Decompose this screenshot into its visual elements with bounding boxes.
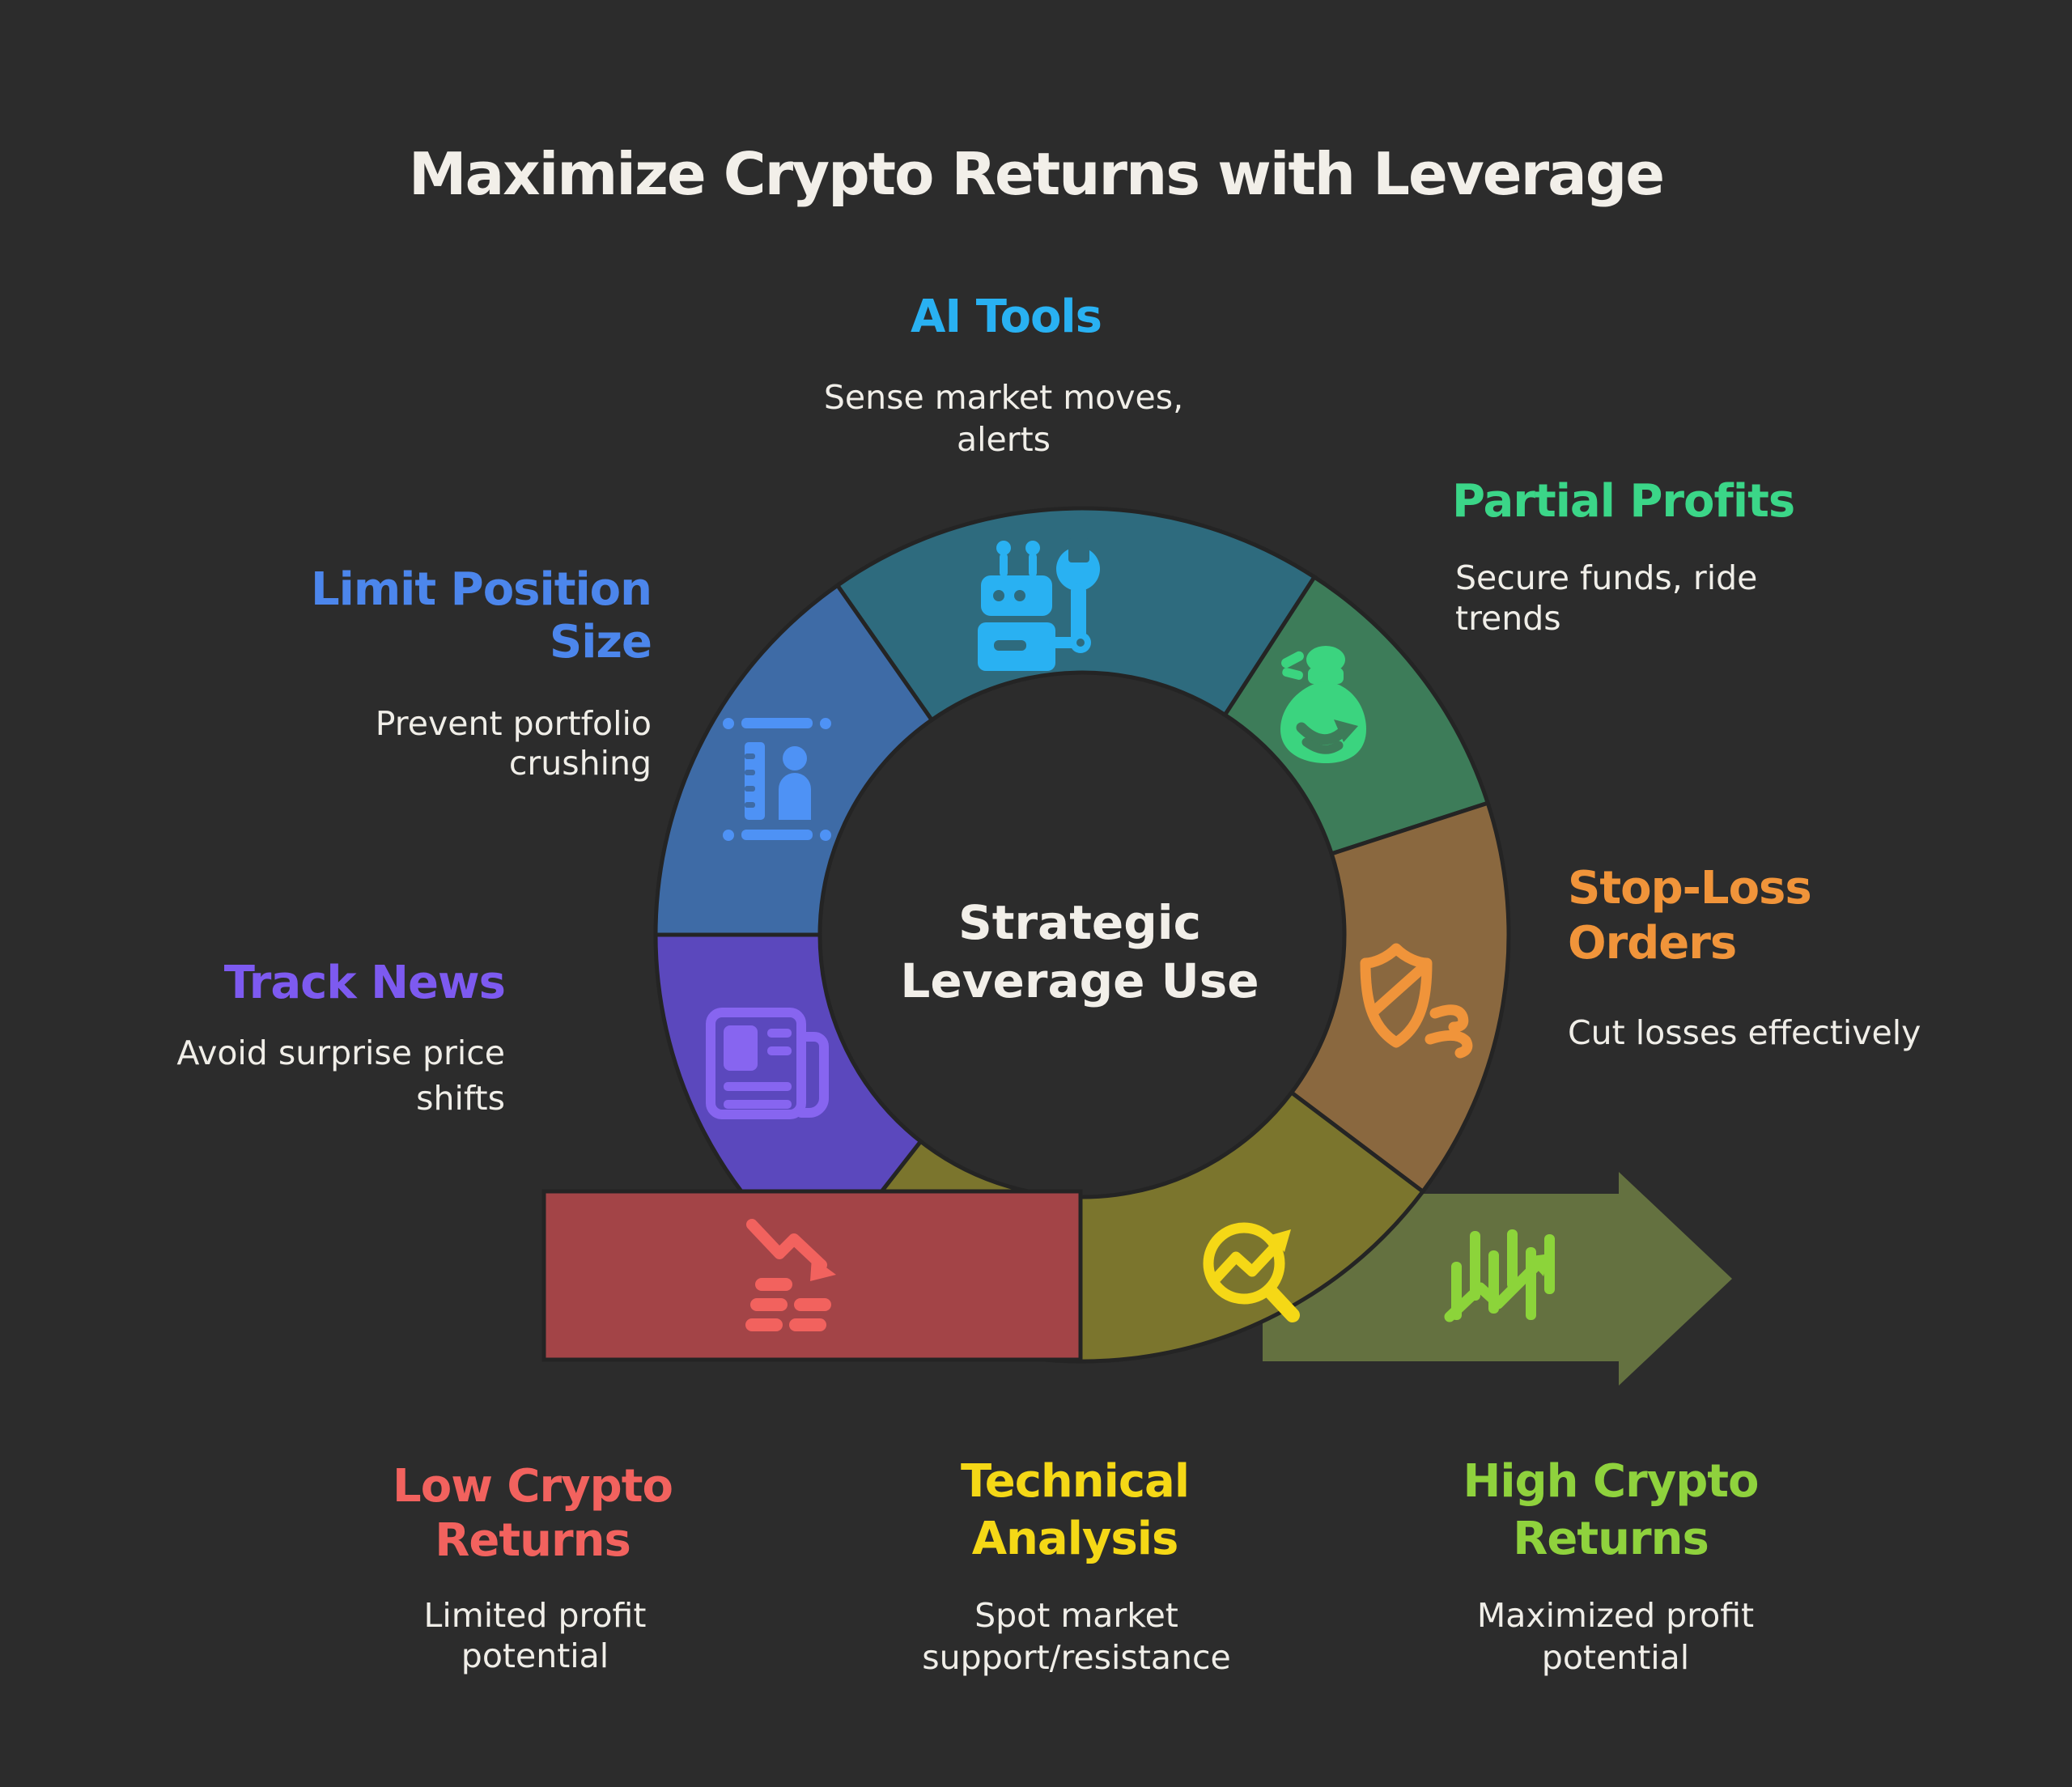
money-bag-icon [1280, 646, 1366, 763]
low-returns-desc-line2: potential [461, 1636, 609, 1675]
high-returns-desc-line1: Maximized profit [1477, 1596, 1754, 1635]
partial-profits-desc-line1: Secure funds, ride [1455, 558, 1757, 597]
limit-position-heading-line2: Size [550, 616, 652, 669]
stop-loss-desc-line1: Cut losses effectively [1568, 1013, 1921, 1052]
robot-wrench-icon [978, 538, 1100, 671]
high-returns-desc-line2: potential [1542, 1638, 1689, 1677]
ai-tools-desc-line1: Sense market moves, [824, 378, 1183, 417]
declining-chart-icon [745, 1219, 836, 1331]
magnifier-trend-icon [1203, 1222, 1300, 1322]
technical-analysis-desc-line1: Spot market [974, 1596, 1178, 1635]
low-returns-heading-line2: Returns [435, 1514, 631, 1567]
limit-position-heading-line1: Limit Position [311, 563, 652, 616]
track-news-desc-line1: Avoid surprise price [176, 1034, 505, 1072]
shield-slash-icon [1360, 943, 1473, 1059]
limit-position-desc-line2: crushing [509, 744, 652, 783]
ai-tools-heading: AI Tools [911, 291, 1102, 343]
newspaper-icon [706, 1008, 829, 1119]
partial-profits-desc-line2: trends [1455, 599, 1561, 638]
limit-position-desc-line1: Prevent portfolio [376, 704, 652, 743]
high-returns-heading-line1: High Crypto [1463, 1455, 1758, 1508]
page-title: Maximize Crypto Returns with Leverage [409, 140, 1663, 208]
technical-analysis-heading-line1: Technical [961, 1455, 1189, 1508]
technical-analysis-desc-line2: support/resistance [922, 1638, 1230, 1677]
stop-loss-heading-line2: Orders [1568, 917, 1736, 970]
ai-tools-desc-line2: alerts [957, 420, 1051, 459]
center-label-line2: Leverage Use [900, 953, 1259, 1008]
low-returns-heading-line1: Low Crypto [393, 1460, 673, 1513]
high-returns-heading-line2: Returns [1513, 1513, 1709, 1565]
partial-profits-heading: Partial Profits [1452, 475, 1794, 528]
technical-analysis-heading-line2: Analysis [972, 1513, 1178, 1565]
track-news-heading: Track News [224, 957, 505, 1009]
candlestick-up-icon [1444, 1229, 1555, 1322]
center-label-line1: Strategic [958, 895, 1201, 950]
track-news-desc-line2: shifts [416, 1079, 505, 1118]
ring-segment-stop-loss [1289, 800, 1511, 1195]
low-returns-desc-line1: Limited profit [424, 1596, 647, 1635]
position-size-icon [723, 718, 831, 841]
stop-loss-heading-line1: Stop-Loss [1568, 862, 1811, 915]
